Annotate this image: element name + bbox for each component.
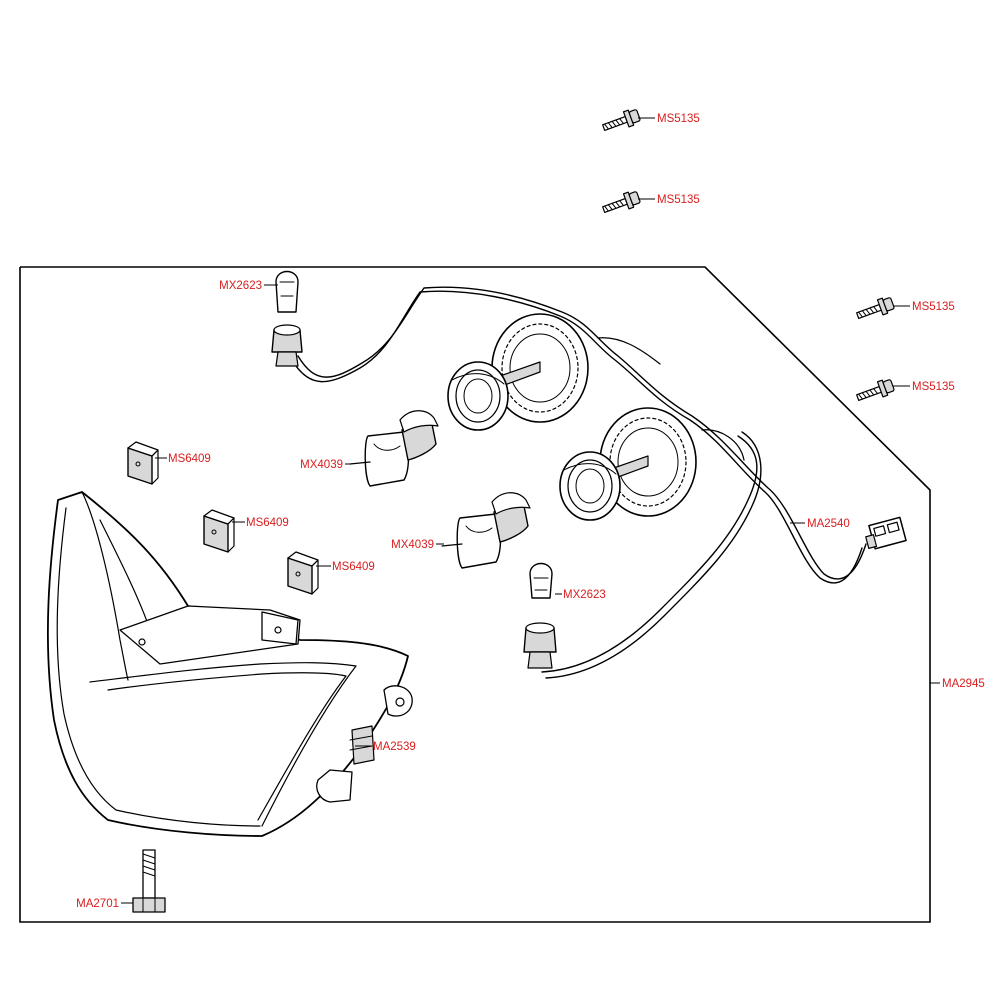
part-label-clip: MS6409: [168, 453, 211, 465]
part-label-wiring-harness: MA2540: [807, 518, 850, 530]
part-label-small-bulb: MX2623: [219, 280, 262, 292]
assembly-frame: [19, 266, 931, 923]
small-bulb-icon: [523, 562, 557, 669]
part-label-clip: MS6409: [246, 517, 289, 529]
part-label-screw: MS5135: [657, 113, 700, 125]
clip-icon: [203, 509, 235, 553]
part-labels: MS5135 MS5135 MS5135 MS5135 MX2623 MX262…: [76, 113, 985, 910]
part-label-screw: MS5135: [912, 301, 955, 313]
bolt-icon: [132, 849, 166, 913]
headlight-housing-drawing: [47, 491, 413, 837]
part-label-bolt: MA2701: [76, 898, 119, 910]
part-label-small-bulb: MX2623: [563, 589, 606, 601]
part-label-main-bulb: MX4039: [391, 539, 434, 551]
leader-lines: [121, 117, 940, 904]
small-bulb-icon: [271, 270, 303, 367]
main-bulb-icon: [441, 492, 531, 569]
part-label-screw: MS5135: [912, 381, 955, 393]
main-bulb-icon: [349, 410, 439, 487]
lamp-socket-icon: [447, 313, 589, 431]
connector-icon: [865, 516, 907, 550]
screw-icon: [602, 191, 641, 213]
lamp-socket-icon: [559, 407, 697, 521]
screw-icon: [856, 297, 895, 319]
part-label-headlight-assembly: MA2945: [942, 678, 985, 690]
clip-icon: [127, 441, 159, 485]
wiring-harness-drawing: [291, 286, 867, 679]
part-label-main-bulb: MX4039: [300, 459, 343, 471]
screw-icon: [856, 379, 895, 401]
clip-icon: [287, 551, 319, 595]
part-label-clip: MS6409: [332, 561, 375, 573]
part-label-headlight-housing: MA2539: [373, 741, 416, 753]
screw-icon: [602, 109, 641, 131]
part-label-screw: MS5135: [657, 194, 700, 206]
